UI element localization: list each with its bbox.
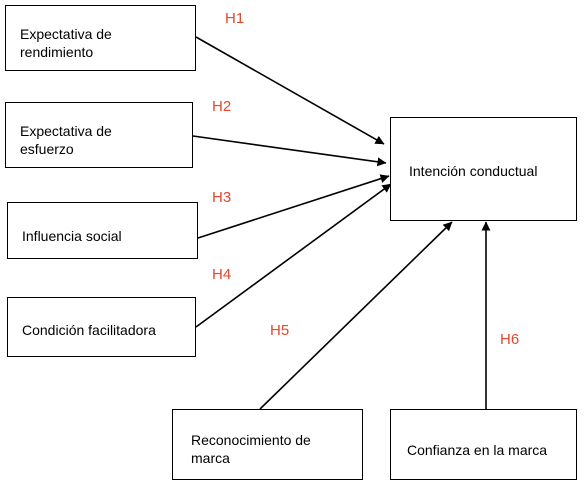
node-expectativa-rendimiento-line2: rendimiento bbox=[20, 44, 94, 60]
node-confianza-marca: Confianza en la marca bbox=[390, 409, 577, 480]
arrow-h5 bbox=[259, 221, 453, 410]
node-condicion-facilitadora-label: Condición facilitadora bbox=[22, 322, 156, 338]
node-influencia-social: Influencia social bbox=[7, 202, 198, 259]
arrow-h2 bbox=[192, 135, 387, 167]
node-expectativa-rendimiento: Expectativa de rendimiento bbox=[5, 5, 196, 71]
node-expectativa-rendimiento-line1: Expectativa de bbox=[20, 26, 112, 42]
hypothesis-label-h2: H2 bbox=[212, 98, 232, 115]
node-confianza-marca-label: Confianza en la marca bbox=[407, 442, 548, 458]
hypothesis-label-h3: H3 bbox=[212, 189, 232, 206]
arrow-h3 bbox=[197, 174, 390, 239]
node-intencion-conductual-label: Intención conductual bbox=[409, 163, 538, 179]
arrow-h1 bbox=[195, 36, 385, 145]
node-expectativa-esfuerzo-line1: Expectativa de bbox=[20, 123, 112, 139]
node-reconocimiento-marca-line1: Reconocimiento de bbox=[191, 432, 311, 448]
node-influencia-social-label: Influencia social bbox=[22, 228, 122, 244]
hypothesis-label-h4: H4 bbox=[212, 266, 232, 283]
node-reconocimiento-marca-line2: marca bbox=[191, 450, 230, 466]
node-condicion-facilitadora: Condición facilitadora bbox=[7, 297, 196, 357]
arrow-h4 bbox=[195, 183, 392, 328]
node-intencion-conductual: Intención conductual bbox=[390, 117, 577, 221]
hypothesis-label-h5: H5 bbox=[270, 322, 290, 339]
node-expectativa-esfuerzo: Expectativa de esfuerzo bbox=[5, 102, 193, 168]
node-reconocimiento-marca: Reconocimiento de marca bbox=[172, 409, 363, 480]
hypothesis-label-h6: H6 bbox=[500, 331, 520, 348]
node-expectativa-esfuerzo-line2: esfuerzo bbox=[20, 141, 74, 157]
hypothesis-label-h1: H1 bbox=[225, 10, 245, 27]
